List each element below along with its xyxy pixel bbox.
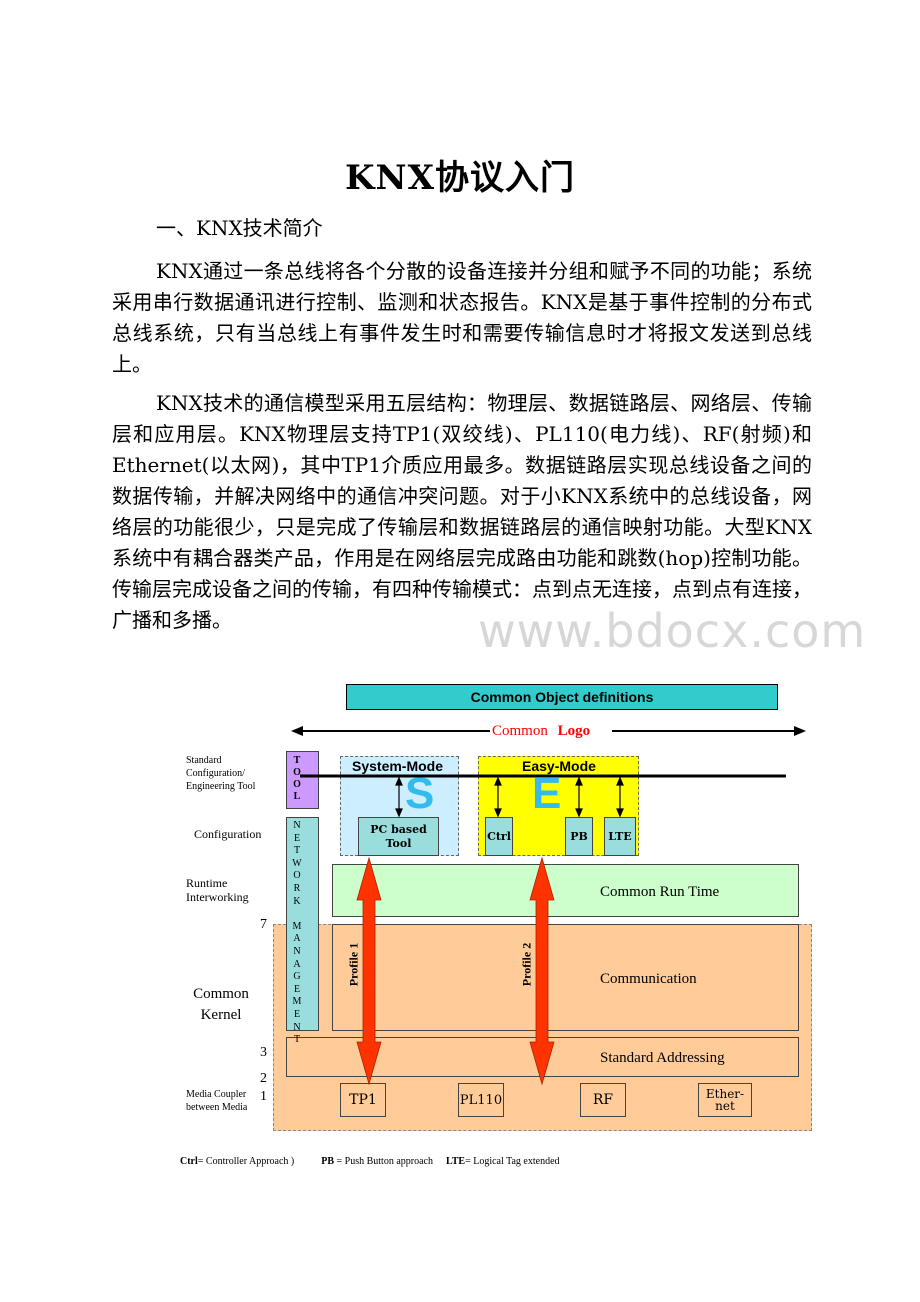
tool-letter: L [293, 791, 301, 802]
tool-letter: T [293, 755, 301, 766]
media-tp1: TP1 [340, 1083, 386, 1117]
legend-lte-key: LTE [445, 1156, 466, 1167]
runtime-label: Common Run Time [600, 884, 720, 900]
common-logo-label: Common Logo [492, 722, 590, 740]
netman-letter [296, 908, 299, 921]
communication-label: Communication [600, 971, 697, 987]
addressing-label: Standard Addressing [600, 1050, 725, 1066]
layer-1: 1 [260, 1089, 267, 1104]
addressing-box [286, 1037, 799, 1077]
common-logo-word-1: Common [492, 723, 548, 739]
media-pl110-label: PL110 [459, 1092, 503, 1108]
layer-7: 7 [260, 917, 267, 932]
media-ethernet-label: Ether-net [705, 1087, 745, 1113]
label-media: Media Coupler between Media [186, 1089, 248, 1113]
netman-letter: W [292, 857, 302, 869]
network-management-box [286, 817, 319, 1031]
ctrl-box: Ctrl [485, 817, 513, 856]
common-kernel-region [273, 924, 812, 1131]
media-tp1-label: TP1 [349, 1092, 377, 1108]
profile-1-label: Profile 1 [346, 942, 361, 987]
netman-letter: N [293, 1021, 301, 1033]
netman-letter: N [293, 945, 301, 957]
tool-letter: O [293, 779, 301, 790]
netman-letter: E [293, 983, 301, 995]
label-standard-config: Standard Configuration/ Engineering Tool [186, 755, 256, 792]
section-heading: 一、KNX技术简介 [156, 216, 323, 240]
legend-pb-val: = Push Button approach [336, 1156, 433, 1167]
easy-mode-label: Easy-Mode [522, 758, 596, 774]
media-pl110: PL110 [458, 1083, 504, 1117]
netman-letter: K [293, 895, 301, 907]
tool-box [286, 751, 319, 809]
system-mode-letter: S [405, 769, 435, 818]
netman-letter: E [293, 832, 301, 844]
easy-mode-letter: E [532, 769, 562, 818]
pc-tool-box: PC based Tool [358, 817, 439, 856]
layer-3: 3 [260, 1045, 267, 1060]
netman-letter: N [293, 820, 301, 831]
media-rf-label: RF [592, 1092, 614, 1108]
pc-tool-label: PC based Tool [370, 822, 427, 850]
common-object-box: Common Object definitions [346, 684, 778, 710]
system-mode-label: System-Mode [352, 758, 444, 774]
media-ethernet: Ether-net [698, 1083, 752, 1117]
netman-letter: R [293, 882, 301, 894]
pb-box: PB [565, 817, 593, 856]
pb-label: PB [570, 830, 588, 843]
tool-letter: O [293, 767, 301, 778]
legend-lte-val: = Logical Tag extended [465, 1156, 560, 1167]
system-mode-region [340, 756, 459, 856]
media-rf: RF [580, 1083, 626, 1117]
diagram-legend: Ctrl= Controller Approach ) PB = Push Bu… [180, 1156, 560, 1167]
ctrl-label: Ctrl [487, 830, 511, 843]
common-object-label: Common Object definitions [470, 689, 654, 705]
label-configuration: Configuration [194, 827, 262, 841]
netman-letter: T [293, 1034, 301, 1046]
netman-letter: O [293, 870, 301, 882]
easy-mode-region [478, 756, 639, 856]
paragraph-1: KNX通过一条总线将各个分散的设备连接并分组和赋予不同的功能；系统采用串行数据通… [112, 259, 812, 376]
common-logo-word-2: Logo [557, 723, 591, 739]
profile-2-label: Profile 2 [519, 942, 534, 987]
layer-2: 2 [260, 1071, 267, 1086]
communication-box [332, 924, 799, 1031]
netman-letter: M [292, 920, 302, 932]
legend-ctrl-key: Ctrl [180, 1156, 198, 1167]
netman-letter: A [293, 933, 301, 945]
netman-letter: T [293, 845, 301, 857]
lte-box: LTE [604, 817, 636, 856]
label-runtime: Runtime Interworking [186, 876, 249, 904]
legend-ctrl-val: = Controller Approach ) [197, 1156, 295, 1167]
legend-pb-key: PB [321, 1156, 335, 1167]
netman-letter: M [292, 996, 302, 1008]
netman-letter: E [293, 1008, 301, 1020]
netman-letter: G [293, 971, 301, 983]
netman-letter: A [293, 958, 301, 970]
lte-label: LTE [608, 830, 632, 843]
page-title: KNX协议入门 [344, 158, 575, 198]
paragraph-2: KNX技术的通信模型采用五层结构：物理层、数据链路层、网络层、传输层和应用层。K… [112, 391, 812, 632]
label-kernel: Common Kernel [193, 986, 249, 1023]
runtime-box [332, 864, 799, 917]
